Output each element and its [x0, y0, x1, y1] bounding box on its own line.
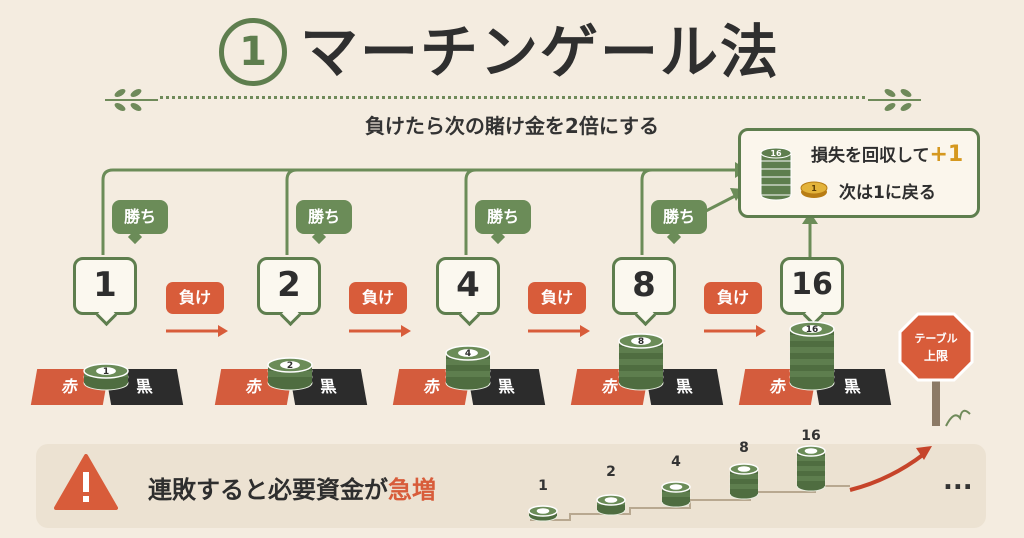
- result-line1-text: 損失を回収して: [811, 146, 930, 166]
- result-plus: +1: [929, 142, 964, 167]
- limit-line1: テーブル: [914, 331, 957, 345]
- chip-stack-1: 1: [83, 363, 129, 391]
- stair-label-5: 16: [801, 428, 821, 444]
- chip-stack-1-label: 1: [103, 367, 109, 377]
- result-line1: 損失を回収して+1: [811, 141, 963, 167]
- warning-text: 連敗すると必要資金が急増: [148, 470, 436, 505]
- coin-label: 1: [811, 184, 817, 193]
- result-stack-label: 16: [770, 149, 782, 158]
- warning-icon: [54, 454, 118, 510]
- chip-stack-2-label: 2: [287, 361, 293, 371]
- leaf-right-icon: [867, 89, 921, 111]
- warning-text-main: 連敗すると必要資金が: [148, 476, 388, 504]
- bet-bubble-4: 8: [612, 257, 676, 315]
- bet-bubble-1: 1: [73, 257, 137, 315]
- stair-chip-stack-2: [596, 494, 626, 516]
- bet-bubble-3: 4: [436, 257, 500, 315]
- table-limit-sign: テーブル 上限: [898, 312, 974, 427]
- subtitle: 負けたら次の賭け金を2倍にする: [364, 114, 660, 138]
- stair-chip-stack-3: [661, 481, 691, 508]
- title-area: 1 マーチンゲール法: [0, 8, 1024, 88]
- title-divider: [160, 96, 865, 99]
- stair-label-4: 8: [739, 440, 749, 456]
- chip-stack-icon: 16: [760, 147, 792, 201]
- stair-chip-stack-4: [729, 463, 759, 500]
- chip-stack-4-label: 8: [638, 337, 644, 347]
- stair-chip-stack-5: [796, 445, 826, 492]
- chip-stack-4: 8: [618, 333, 664, 391]
- title-number-badge: 1: [219, 18, 287, 86]
- bet-bubble-5: 16: [780, 257, 844, 315]
- lose-tag-3: 負け: [528, 282, 586, 314]
- warning-highlight: 急増: [388, 476, 436, 504]
- lose-tag-2: 負け: [349, 282, 407, 314]
- win-tag-4: 勝ち: [651, 200, 707, 234]
- leaf-left-icon: [104, 89, 158, 111]
- chip-stack-3-label: 4: [465, 349, 471, 359]
- page-title: マーチンゲール法: [300, 18, 781, 86]
- stair-chip-stack-1: [528, 505, 558, 522]
- lose-tag-4: 負け: [704, 282, 762, 314]
- win-tag-2: 勝ち: [296, 200, 352, 234]
- chip-stack-5-label: 16: [806, 325, 819, 335]
- win-tag-1: 勝ち: [112, 200, 168, 234]
- lose-tag-1: 負け: [166, 282, 224, 314]
- bet-bubble-2: 2: [257, 257, 321, 315]
- result-box: 16 損失を回収して+1 1 次は1に戻る: [738, 128, 980, 218]
- chip-stack-5: 16: [789, 321, 835, 391]
- limit-line2: 上限: [924, 348, 948, 363]
- stair-label-2: 2: [606, 464, 616, 480]
- stair-label-3: 4: [671, 454, 681, 470]
- chip-stack-2: 2: [267, 357, 313, 391]
- win-tag-3: 勝ち: [475, 200, 531, 234]
- chip-stack-3: 4: [445, 345, 491, 391]
- ellipsis: ...: [943, 466, 973, 496]
- stair-label-1: 1: [538, 478, 548, 494]
- gold-coin-icon: 1: [800, 181, 828, 198]
- result-line2: 次は1に戻る: [839, 183, 936, 203]
